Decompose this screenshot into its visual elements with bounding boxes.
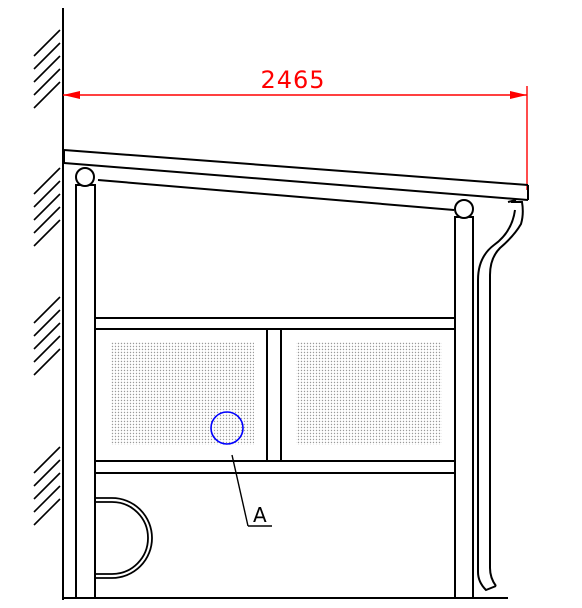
frame-rails [95, 317, 455, 474]
callout-label: A [253, 503, 267, 527]
perforated-panel-right [296, 342, 442, 445]
downpipe [477, 199, 524, 592]
perforated-panel-left [111, 342, 254, 445]
callout-leader [231, 454, 272, 527]
wall-hatching [33, 29, 61, 526]
callout-circle [210, 411, 244, 445]
bike-rack [95, 497, 153, 579]
dimension-label: 2465 [260, 66, 325, 94]
dimension-line [63, 86, 528, 190]
right-post [454, 199, 474, 599]
roof [63, 149, 529, 211]
left-post [75, 167, 96, 599]
